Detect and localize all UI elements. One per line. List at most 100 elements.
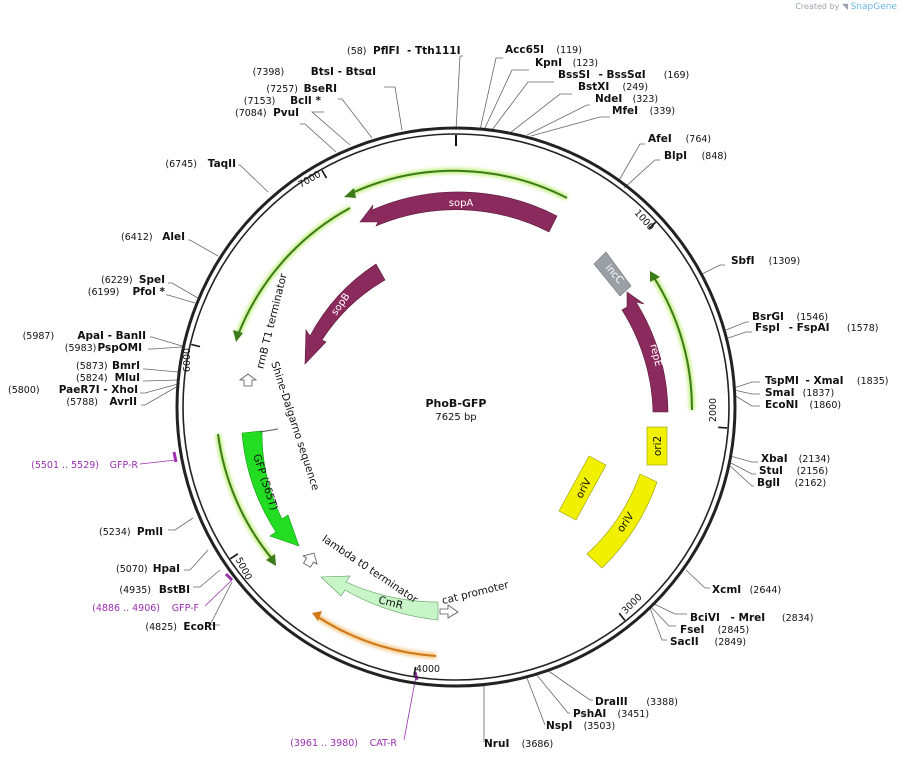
site-label[interactable]: PshAI(3451) [573, 708, 649, 720]
orf-arrow-right[interactable] [650, 271, 696, 411]
feature-sopA[interactable]: sopA [359, 191, 558, 233]
site-label[interactable]: AleI(6412) [121, 231, 185, 243]
primer-label[interactable]: GFP-F(4886 .. 4906) [92, 603, 199, 614]
site-label[interactable]: TaqII(6745) [165, 158, 236, 170]
primer-label[interactable]: GFP-R (5501 .. 5529) [31, 460, 138, 471]
lambda-terminator-icon[interactable] [300, 549, 321, 569]
site-position: (169) [664, 70, 690, 81]
site-label[interactable]: FseI(2845) [680, 624, 749, 636]
shine-dalgarno-label: Shine-Dalgarno sequence [268, 360, 321, 492]
site-label[interactable]: NruI(3686) [484, 738, 553, 750]
tick-mark [191, 343, 201, 348]
feature-incC[interactable]: incC [593, 251, 632, 297]
site-enzyme-name: BsrGI [752, 311, 784, 323]
site-label[interactable]: EcoNI(1860) [765, 399, 841, 411]
feature-annotations: rrnB T1 terminator Shine-Dalgarno sequen… [254, 272, 510, 607]
site-label[interactable]: NspI(3503) [546, 720, 615, 732]
site-label[interactable]: HpaI(5070) [116, 563, 180, 575]
site-label[interactable]: NdeI(323) [595, 93, 658, 105]
site-position: (2162) [795, 478, 827, 489]
site-label[interactable]: BciVI- MreI(2834) [690, 612, 813, 624]
site-label[interactable]: SpeI(6229) [101, 274, 165, 286]
feature-oriV-inner[interactable]: oriV [558, 455, 607, 521]
primer-name: GFP-R [110, 460, 139, 471]
orf-arrow-left-lower[interactable] [215, 433, 276, 566]
site-label[interactable]: PfoI *(6199) [88, 286, 166, 298]
site-position: (1546) [797, 312, 829, 323]
site-enzyme-name: HpaI [153, 563, 180, 575]
site-position: (2845) [718, 625, 750, 636]
site-label[interactable]: PvuI(7084) [235, 107, 299, 119]
site-position: (119) [556, 45, 582, 56]
site-label[interactable]: MfeI(339) [612, 105, 675, 117]
site-enzyme-name: NdeI [595, 93, 622, 105]
tick-mark [618, 612, 626, 621]
tick-mark [648, 221, 657, 229]
site-label[interactable]: SbfI(1309) [731, 255, 800, 267]
orf-arrow-bottom-orange[interactable] [312, 611, 437, 659]
site-enzyme-name: PaeR7I - XhoI [59, 384, 138, 396]
cat-promoter-label: cat promoter [441, 579, 511, 607]
feature-oriV-outer[interactable]: oriV [586, 473, 658, 569]
site-label[interactable]: XbaI(2134) [761, 453, 830, 465]
site-label[interactable]: AvrII(5788) [66, 396, 137, 408]
feature-ori2-label: ori2 [652, 436, 664, 456]
site-label[interactable]: FspI- FspAI(1578) [755, 322, 878, 334]
primer-gfp-f-marker[interactable] [224, 572, 234, 582]
site-label[interactable]: BtsI - BtsαI(7398) [253, 66, 376, 78]
site-label[interactable]: XcmI(2644) [712, 584, 781, 596]
site-position: (1578) [847, 323, 879, 334]
primer-range: (5501 .. 5529) [31, 460, 99, 471]
feature-cmr[interactable]: CmR [320, 575, 439, 621]
primer-range: (3961 .. 3980) [290, 738, 358, 749]
site-position: (5983) [65, 343, 97, 354]
site-enzyme-name: XbaI [761, 453, 788, 465]
site-enzyme-name: ApaI - BanII [77, 330, 146, 342]
site-label[interactable]: PspOMI(5983) [65, 342, 142, 354]
site-label[interactable]: BstXI(249) [578, 81, 648, 93]
feature-sopB[interactable]: sopB [304, 263, 386, 365]
orf-arrow-left-upper[interactable] [233, 205, 352, 342]
site-label[interactable]: ApaI - BanII(5987) [23, 330, 146, 342]
site-enzyme-name: - FspAI [789, 322, 830, 334]
site-label[interactable]: BsrGI (1546) [752, 311, 828, 323]
rrnb-terminator-icon[interactable] [238, 373, 258, 387]
site-label[interactable]: BseRI(7257) [266, 83, 337, 95]
site-label[interactable]: BstBI(4935) [119, 584, 190, 596]
orf-arrow-top[interactable] [344, 167, 569, 201]
site-position: (3503) [584, 721, 616, 732]
cat-promoter-arrow-icon[interactable] [439, 604, 459, 619]
tick-label: 2000 [708, 398, 719, 422]
plasmid-title-block: PhoB-GFP 7625 bp [425, 397, 486, 423]
site-label[interactable]: BglI(2162) [757, 477, 826, 489]
tick-label: 7000 [297, 169, 323, 191]
site-label[interactable]: SmaI(1837) [765, 387, 834, 399]
site-label[interactable]: BssSI- BssSαI(169) [558, 69, 689, 81]
site-label[interactable]: KpnI(123) [535, 57, 598, 69]
primer-label[interactable]: CAT-R(3961 .. 3980) [290, 738, 397, 749]
site-enzyme-name: BstBI [159, 584, 190, 596]
site-label[interactable]: AfeI(764) [648, 133, 711, 145]
site-label[interactable]: SacII(2849) [670, 636, 746, 648]
site-label[interactable]: TspMI- XmaI(1835) [765, 375, 888, 387]
site-label[interactable]: Acc65I(119) [505, 44, 582, 56]
feature-repE[interactable]: repE [621, 291, 669, 413]
site-label[interactable]: (58)PflFI- Tth111I [347, 45, 461, 57]
site-position: (123) [573, 58, 599, 69]
site-label[interactable]: DraIII(3388) [595, 696, 678, 708]
site-label[interactable]: PaeR7I - XhoI(5800) [8, 384, 138, 396]
site-position: (848) [702, 151, 728, 162]
site-label[interactable]: BlpI(848) [664, 150, 727, 162]
shine-dalgarno-mark[interactable] [259, 428, 279, 433]
site-label[interactable]: MluI(5824) [76, 372, 140, 384]
site-label[interactable]: EcoRI(4825) [145, 621, 216, 633]
tick-label: 1000 [632, 208, 656, 233]
site-enzyme-name: EcoRI [183, 621, 216, 633]
site-label[interactable]: BmrI(5873) [76, 360, 140, 372]
site-enzyme-name: PmlI [137, 526, 163, 538]
site-label[interactable]: StuI(2156) [759, 465, 828, 477]
feature-ori2[interactable]: ori2 [646, 426, 668, 466]
site-label[interactable]: BclI *(7153) [244, 95, 322, 107]
site-label[interactable]: PmlI(5234) [99, 526, 163, 538]
